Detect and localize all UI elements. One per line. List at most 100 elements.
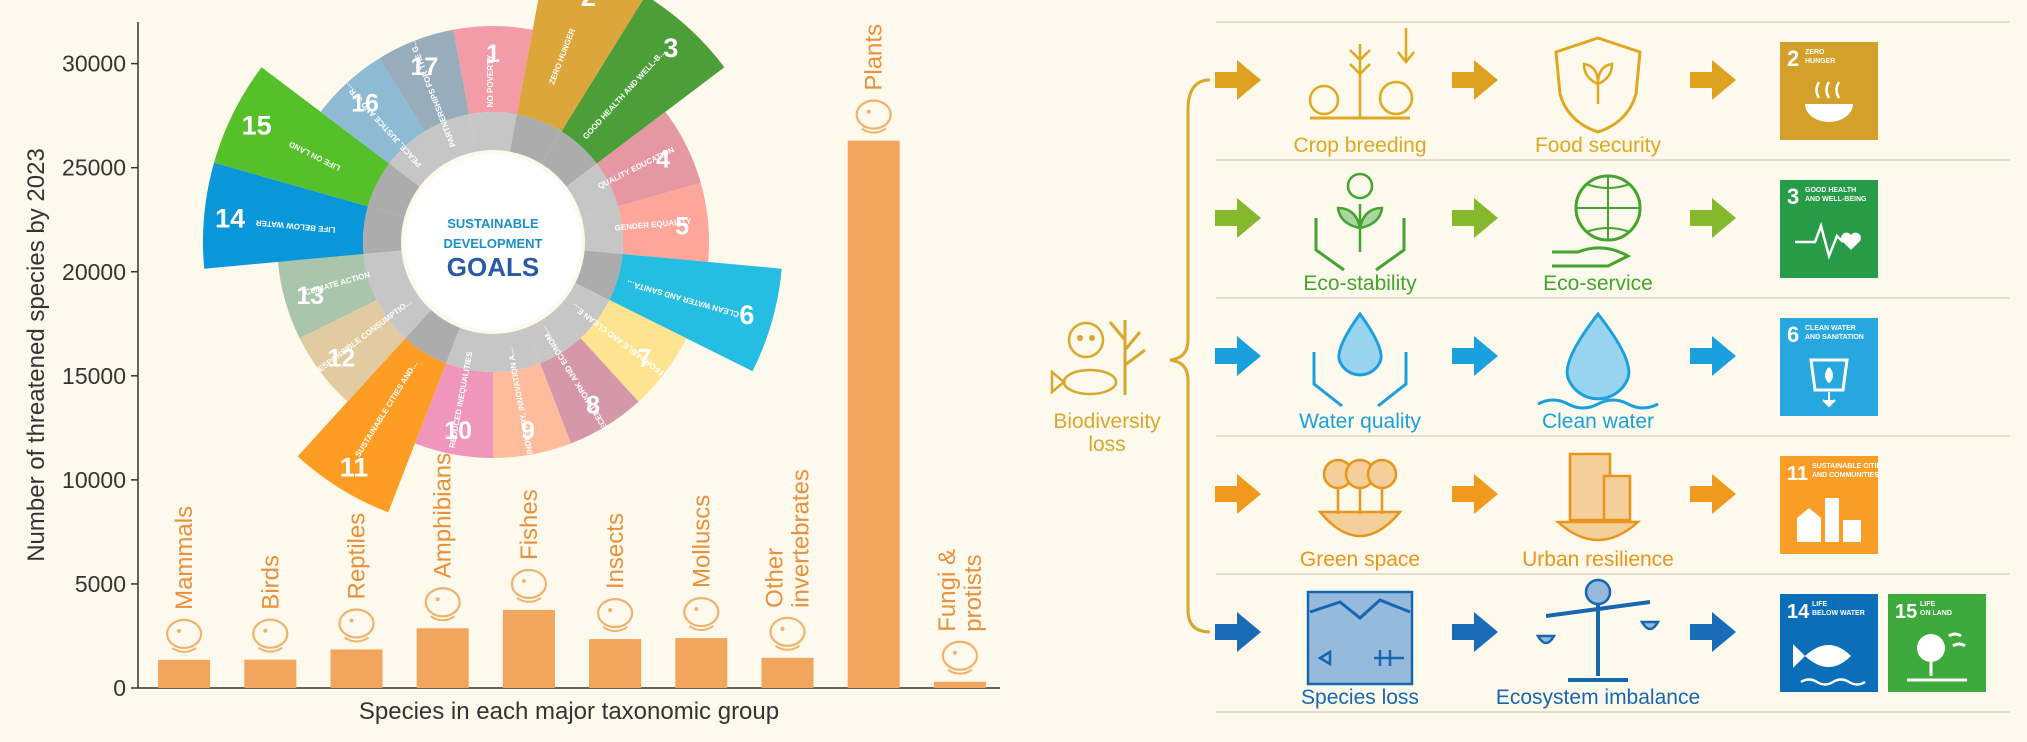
food-security-shield-icon xyxy=(1554,36,1642,134)
flow-arrow xyxy=(1452,612,1498,652)
svg-text:6: 6 xyxy=(1787,322,1799,347)
sdg-segment-1: 1NO POVERTY xyxy=(453,26,533,152)
effect-label: Clean water xyxy=(1542,410,1654,433)
sdg-number: 4 xyxy=(656,145,670,173)
clean-water-drop-icon xyxy=(1537,311,1659,410)
cause-label: Species loss xyxy=(1301,686,1419,709)
water-quality-icon xyxy=(1312,311,1408,408)
taxon-icon xyxy=(166,618,203,653)
sdg-label: NO POVERTY xyxy=(486,54,495,107)
crop-breeding-icon xyxy=(1308,28,1415,120)
eco-stability-hands-icon xyxy=(1314,172,1406,272)
biodiversity-loss-label: Biodiversity xyxy=(1053,410,1161,433)
flow-arrow xyxy=(1215,60,1261,100)
bar-molluscs xyxy=(675,638,728,688)
sdg-number: 12 xyxy=(327,345,355,373)
taxon-icon xyxy=(510,568,548,603)
bar-fishes xyxy=(502,609,555,688)
sdg-number: 1 xyxy=(486,40,500,68)
flow-arrow xyxy=(1452,60,1498,100)
svg-text:14: 14 xyxy=(1787,601,1810,623)
effect-label: Food security xyxy=(1535,134,1662,157)
sdg-number: 3 xyxy=(663,33,678,63)
svg-text:SUSTAINABLE CITIES: SUSTAINABLE CITIES xyxy=(1812,463,1886,470)
bar-birds xyxy=(244,659,297,688)
sdg-center-text: DEVELOPMENT xyxy=(444,236,543,251)
green-space-trees-icon xyxy=(1317,458,1403,538)
city-icon xyxy=(1797,498,1861,542)
svg-text:ON LAND: ON LAND xyxy=(1920,610,1952,617)
x-axis-label: Species in each major taxonomic group xyxy=(359,698,779,725)
flow-arrow xyxy=(1690,612,1736,652)
svg-text:LIFE: LIFE xyxy=(1812,601,1827,608)
svg-text:AND WELL-BEING: AND WELL-BEING xyxy=(1805,196,1867,203)
sdg-center xyxy=(405,154,581,330)
svg-text:15: 15 xyxy=(1895,601,1917,623)
flow-arrow xyxy=(1215,198,1261,238)
sdg-number: 2 xyxy=(581,0,596,12)
sdg-number: 15 xyxy=(242,110,272,140)
taxon-icon xyxy=(855,99,892,134)
y-axis-label: Number of threatened species by 2023 xyxy=(23,148,50,562)
svg-text:AND SANITATION: AND SANITATION xyxy=(1805,334,1864,341)
x-tick-label: Otherinvertebrates xyxy=(762,469,815,608)
flow-arrow xyxy=(1690,198,1736,238)
taxon-icon xyxy=(769,616,806,651)
heartbeat-icon xyxy=(1795,221,1861,260)
y-tick-label: 0 xyxy=(113,675,126,701)
sdg-center-text: SUSTAINABLE xyxy=(447,216,539,231)
flow-arrow xyxy=(1215,474,1261,514)
sdg-number: 8 xyxy=(586,392,600,420)
flow-arrow xyxy=(1452,336,1498,376)
sdg-number: 13 xyxy=(296,282,324,310)
sdg-number: 6 xyxy=(739,300,754,330)
urban-resilience-city-icon xyxy=(1554,452,1642,542)
y-tick-label: 30000 xyxy=(62,51,126,77)
svg-text:2: 2 xyxy=(1787,46,1799,71)
flow-arrow xyxy=(1215,336,1261,376)
sdg-number: 17 xyxy=(410,53,438,81)
biodiversity-brace xyxy=(1169,78,1211,634)
sdg-number: 5 xyxy=(675,212,689,240)
effect-label: Ecosystem imbalance xyxy=(1496,686,1700,709)
sdg-tile-6: 6 CLEAN WATER AND SANITATION xyxy=(1780,318,1878,416)
effect-label: Urban resilience xyxy=(1522,548,1674,571)
bar-fungi-protists xyxy=(933,681,986,688)
taxon-icon xyxy=(596,597,634,633)
bar-reptiles xyxy=(330,649,383,688)
tree-icon xyxy=(1907,632,1967,682)
svg-text:CLEAN WATER: CLEAN WATER xyxy=(1805,325,1856,332)
flow-arrow xyxy=(1452,198,1498,238)
x-tick-label: Plants xyxy=(861,24,888,91)
svg-text:ZERO: ZERO xyxy=(1805,49,1825,56)
taxon-icon xyxy=(424,587,461,622)
svg-text:BELOW WATER: BELOW WATER xyxy=(1812,610,1865,617)
x-tick-label: Fungi &protists xyxy=(934,549,987,632)
y-tick-label: 5000 xyxy=(75,571,126,597)
svg-text:AND COMMUNITIES: AND COMMUNITIES xyxy=(1812,472,1879,479)
flow-arrow xyxy=(1690,474,1736,514)
flow-arrow xyxy=(1452,474,1498,514)
cause-label: Crop breeding xyxy=(1293,134,1426,157)
flow-arrow xyxy=(1690,60,1736,100)
svg-text:GOOD HEALTH: GOOD HEALTH xyxy=(1805,187,1856,194)
biodiversity-loss-label: loss xyxy=(1088,433,1125,456)
taxon-icon xyxy=(941,640,979,675)
fish-icon xyxy=(1793,644,1866,686)
x-tick-label: Fishes xyxy=(516,489,543,560)
